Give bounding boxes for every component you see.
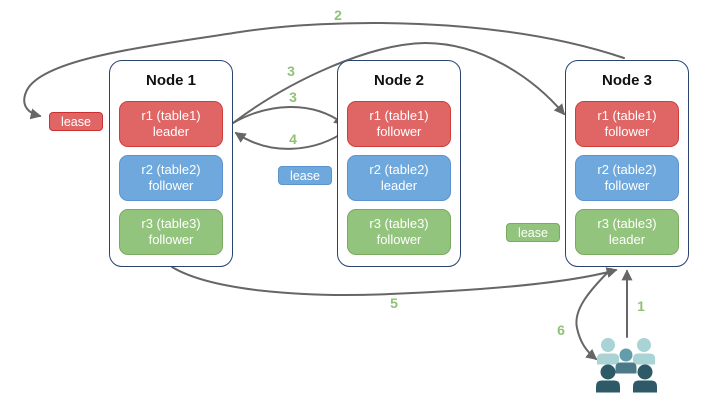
node1-replica-r3: r3 (table3) follower [119,209,223,255]
step-label-3a: 3 [287,63,295,79]
lease-badge-green: lease [506,223,560,242]
step-label-2: 2 [334,7,342,23]
arrow-step5-node1-to-node3 [171,266,618,296]
step-label-4: 4 [289,131,297,147]
node1-replica-r2: r2 (table2) follower [119,155,223,201]
replica-name: r2 (table2) [597,162,657,177]
replica-name: r1 (table1) [141,108,201,123]
replica-name: r2 (table2) [141,162,201,177]
replica-role: follower [604,178,650,193]
replica-role: follower [604,124,650,139]
node3-replica-r1: r1 (table1) follower [575,101,679,147]
node3-replica-r2: r2 (table2) follower [575,155,679,201]
node-1: Node 1 r1 (table1) leader r2 (table2) fo… [109,60,233,267]
lease-badge-blue: lease [278,166,332,185]
node-title: Node 3 [601,72,652,89]
replica-role: leader [152,124,190,139]
replica-role: follower [148,178,194,193]
node-title: Node 2 [373,72,424,89]
step-label-1: 1 [637,298,645,314]
replica-name: r1 (table1) [597,108,657,123]
arrow-step4-node2-to-leader [234,129,348,150]
node-title: Node 1 [145,72,196,89]
node-2: Node 2 r1 (table1) follower r2 (table2) … [337,60,461,267]
replica-role: leader [380,178,418,193]
step-label-5: 5 [390,295,398,311]
replica-name: r3 (table3) [369,216,429,231]
replica-role: follower [376,124,422,139]
node1-replica-r1: r1 (table1) leader [119,101,223,147]
arrow-step3-leader-to-node3 [232,41,566,124]
replica-name: r3 (table3) [141,216,201,231]
node-3: Node 3 r1 (table1) follower r2 (table2) … [565,60,689,267]
lease-badge-red: lease [49,112,103,131]
step-label-6: 6 [557,322,565,338]
replica-name: r2 (table2) [369,162,429,177]
replica-name: r3 (table3) [597,216,657,231]
replica-role: follower [376,232,422,247]
node2-replica-r3: r3 (table3) follower [347,209,451,255]
arrow-step2-node3-to-lease1 [23,22,625,120]
arrow-step3-leader-to-node2 [232,106,346,125]
replica-name: r1 (table1) [369,108,429,123]
node2-replica-r1: r1 (table1) follower [347,101,451,147]
node2-replica-r2: r2 (table2) leader [347,155,451,201]
replica-role: follower [148,232,194,247]
users-group-icon [596,338,657,393]
replica-role: leader [608,232,646,247]
arrow-step6-node3-to-users [575,268,612,361]
step-label-3b: 3 [289,89,297,105]
node3-replica-r3: r3 (table3) leader [575,209,679,255]
